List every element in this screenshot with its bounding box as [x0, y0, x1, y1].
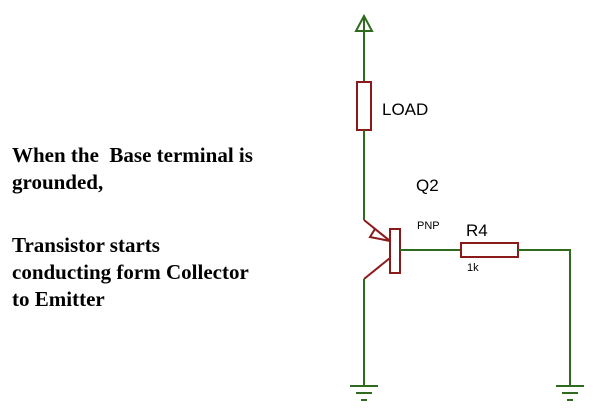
wire-resistor-ground — [518, 249, 571, 385]
transistor-q2 — [363, 219, 401, 280]
resistor-value: 1k — [467, 262, 479, 274]
transistor-type: PNP — [417, 220, 440, 232]
ground-icon-right — [556, 385, 584, 401]
transistor-name: Q2 — [416, 176, 439, 195]
load-component — [356, 81, 372, 131]
supply-arrow-icon — [354, 13, 374, 32]
caption-block-2: Transistor starts conducting form Collec… — [12, 232, 342, 313]
resistor-name: R4 — [466, 221, 488, 240]
caption-line-5: to Emitter — [12, 287, 105, 311]
caption-block-1: When the Base terminal is grounded, — [12, 142, 342, 196]
resistor-r4 — [460, 242, 519, 258]
caption-line-3: Transistor starts — [12, 233, 160, 257]
ground-icon-left — [350, 385, 378, 401]
transistor-base-bar — [389, 228, 401, 274]
caption-line-2: grounded, — [12, 170, 104, 194]
emitter-arrow-icon — [368, 227, 391, 242]
caption-line-1: When the Base terminal is — [12, 143, 253, 167]
load-label: LOAD — [382, 100, 428, 119]
caption-line-4: conducting form Collector — [12, 260, 249, 284]
